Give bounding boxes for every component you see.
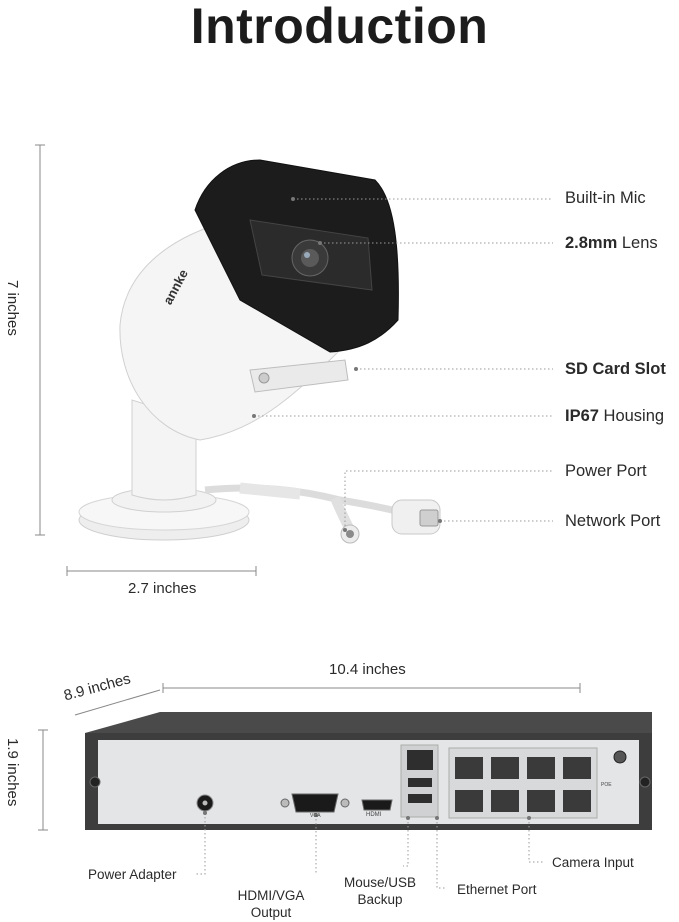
vga-mark: VGA — [310, 813, 321, 819]
sd-card-slot — [249, 359, 349, 393]
camera-leader-lines — [254, 198, 553, 530]
label-built-in-mic: Built-in Mic — [565, 189, 646, 207]
left-screw — [89, 776, 101, 788]
label-lens-bold: 2.8mm — [565, 234, 618, 252]
hdmi-port — [361, 799, 393, 811]
usb-port-1 — [408, 778, 432, 787]
camera-height-dimension — [35, 144, 45, 536]
nvr-leader-lines — [195, 813, 545, 889]
label-hdmi-vga: HDMI/VGA Output — [216, 887, 326, 921]
label-housing: IP67 Housing — [565, 407, 664, 426]
vga-port — [291, 793, 339, 813]
ethernet-port — [407, 750, 433, 770]
label-lens: 2.8mm Lens — [565, 234, 658, 253]
nvr-height-label: 1.9 inches — [4, 738, 21, 807]
camera-width-dimension — [66, 566, 257, 576]
right-screw — [639, 776, 651, 788]
ground-screw — [613, 750, 627, 764]
label-camera-input: Camera Input — [552, 855, 634, 870]
label-sd-card-slot: SD Card Slot — [565, 360, 666, 379]
label-ethernet-port: Ethernet Port — [457, 882, 537, 897]
nvr-height-dimension — [38, 729, 48, 831]
label-hdmi-vga-line2: Output — [250, 905, 292, 920]
nvr-length-label: 10.4 inches — [329, 661, 406, 678]
usb-port-2 — [408, 794, 432, 803]
label-housing-text: Housing — [598, 407, 665, 425]
label-mouse-usb: Mouse/USB Backup — [340, 874, 420, 908]
label-network-port: Network Port — [565, 512, 661, 530]
camera-width-label: 2.7 inches — [128, 580, 197, 597]
camera-image — [78, 159, 441, 544]
poe-mark: POE — [601, 782, 612, 788]
nvr-image — [85, 712, 652, 830]
label-hdmi-vga-line1: HDMI/VGA — [237, 888, 305, 903]
label-ip67-bold: IP67 — [565, 407, 599, 425]
label-power-adapter: Power Adapter — [88, 867, 177, 882]
label-power-port: Power Port — [565, 462, 647, 480]
nvr-depth-dimension — [74, 689, 161, 716]
label-mouse-usb-line2: Backup — [357, 892, 403, 907]
page-title: Introduction — [190, 0, 489, 54]
nvr-top — [85, 712, 652, 735]
hdmi-mark: HDMI — [366, 812, 382, 818]
nvr-length-dimension — [162, 683, 581, 693]
label-sd-bold: SD Card Slot — [565, 360, 666, 378]
camera-height-label: 7 inches — [4, 280, 21, 336]
label-mouse-usb-line1: Mouse/USB — [343, 875, 417, 890]
poe-camera-ports — [448, 747, 598, 819]
label-lens-text: Lens — [617, 234, 658, 252]
